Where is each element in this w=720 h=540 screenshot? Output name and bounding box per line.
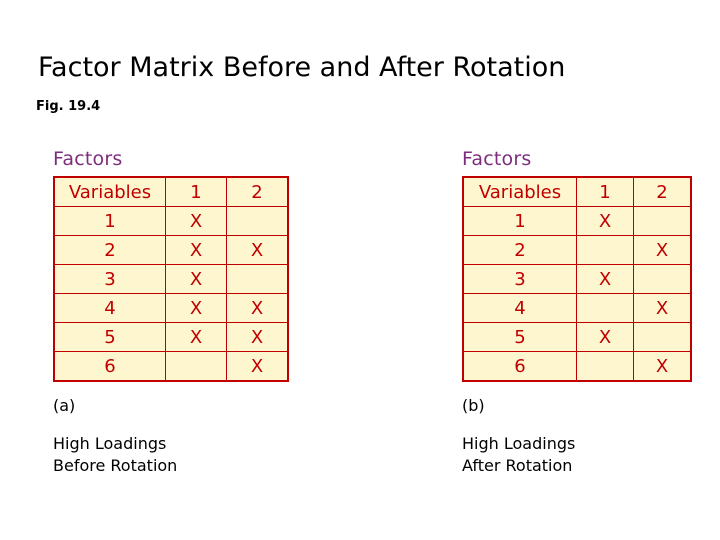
cell-factor-1 — [576, 235, 634, 265]
panel-note-b-line2: After Rotation — [462, 455, 573, 475]
panel-note-a-line1: High Loadings — [53, 434, 167, 453]
panel-note-a: High Loadings Before Rotation — [53, 433, 289, 476]
table-header-row: Variables 1 2 — [53, 176, 289, 207]
cell-factor-1: X — [576, 322, 634, 352]
cell-factor-1: X — [165, 235, 227, 265]
table-row: 5 X X — [53, 322, 289, 352]
column-header-factor-2: 2 — [633, 176, 692, 207]
factors-heading-b: Factors — [462, 148, 532, 170]
table-header-row: Variables 1 2 — [462, 176, 692, 207]
page-title: Factor Matrix Before and After Rotation — [38, 52, 566, 83]
cell-variable: 2 — [462, 235, 577, 265]
factors-heading-a: Factors — [53, 148, 123, 170]
cell-factor-2 — [633, 322, 692, 352]
cell-factor-2: X — [226, 235, 289, 265]
cell-factor-2 — [633, 206, 692, 236]
column-header-factor-2: 2 — [226, 176, 289, 207]
panel-before-rotation: Factors Variables 1 2 1 X 2 X X 3 X — [53, 148, 289, 476]
table-row: 4 X X — [53, 293, 289, 323]
panel-note-b: High Loadings After Rotation — [462, 433, 692, 476]
table-row: 5 X — [462, 322, 692, 352]
cell-factor-1: X — [165, 206, 227, 236]
cell-factor-1: X — [165, 293, 227, 323]
cell-factor-2: X — [633, 351, 692, 382]
table-row: 1 X — [53, 206, 289, 236]
figure-label: Fig. 19.4 — [36, 99, 101, 114]
table-row: 2 X — [462, 235, 692, 265]
table-row: 3 X — [462, 264, 692, 294]
panel-note-a-line2: Before Rotation — [53, 455, 178, 475]
factor-matrix-table-b: Variables 1 2 1 X 2 X 3 X 4 — [462, 176, 692, 382]
table-row: 6 X — [462, 351, 692, 382]
column-header-variables: Variables — [462, 176, 577, 207]
table-row: 3 X — [53, 264, 289, 294]
panel-after-rotation: Factors Variables 1 2 1 X 2 X 3 X — [462, 148, 692, 476]
cell-factor-2: X — [226, 322, 289, 352]
cell-factor-1 — [576, 351, 634, 382]
table-row: 1 X — [462, 206, 692, 236]
cell-factor-2: X — [226, 293, 289, 323]
cell-variable: 2 — [53, 235, 166, 265]
cell-factor-1: X — [576, 264, 634, 294]
cell-factor-2: X — [226, 351, 289, 382]
factor-matrix-table-a: Variables 1 2 1 X 2 X X 3 X 4 X — [53, 176, 289, 382]
cell-variable: 1 — [53, 206, 166, 236]
cell-variable: 6 — [462, 351, 577, 382]
cell-factor-2 — [226, 206, 289, 236]
cell-factor-2: X — [633, 293, 692, 323]
panel-caption-a: (a) — [53, 396, 76, 415]
table-row: 2 X X — [53, 235, 289, 265]
cell-variable: 5 — [53, 322, 166, 352]
cell-factor-1: X — [165, 322, 227, 352]
cell-factor-2 — [226, 264, 289, 294]
column-header-variables: Variables — [53, 176, 166, 207]
column-header-factor-1: 1 — [165, 176, 227, 207]
table-row: 6 X — [53, 351, 289, 382]
panel-caption-b: (b) — [462, 396, 485, 415]
cell-factor-1: X — [165, 264, 227, 294]
column-header-factor-1: 1 — [576, 176, 634, 207]
cell-factor-2: X — [633, 235, 692, 265]
cell-factor-1 — [576, 293, 634, 323]
cell-variable: 3 — [53, 264, 166, 294]
cell-variable: 5 — [462, 322, 577, 352]
cell-variable: 3 — [462, 264, 577, 294]
panel-note-b-line1: High Loadings — [462, 434, 576, 453]
cell-variable: 6 — [53, 351, 166, 382]
cell-variable: 4 — [462, 293, 577, 323]
cell-factor-1: X — [576, 206, 634, 236]
cell-variable: 1 — [462, 206, 577, 236]
table-row: 4 X — [462, 293, 692, 323]
cell-factor-2 — [633, 264, 692, 294]
cell-variable: 4 — [53, 293, 166, 323]
cell-factor-1 — [165, 351, 227, 382]
